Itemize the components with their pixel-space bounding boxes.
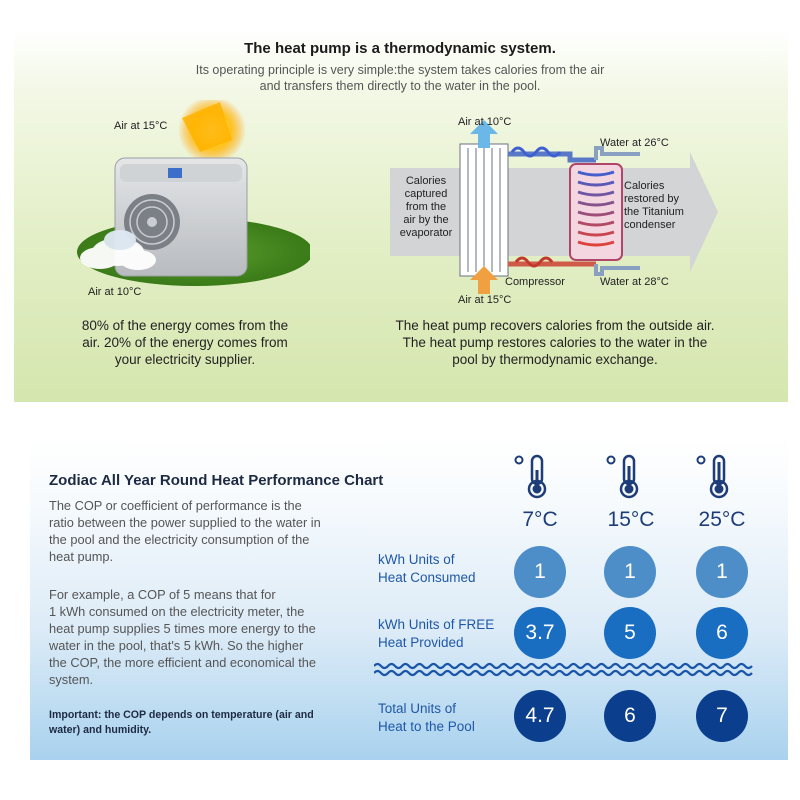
- cop-paragraph-1: The COP or coefficient of performance is…: [49, 497, 369, 565]
- condenser-icon: [569, 163, 623, 261]
- left-caption-line-2: air. 20% of the energy comes from: [82, 335, 288, 350]
- evaporator-label-line-2: captured: [404, 188, 448, 200]
- cop-paragraph-2-line: For example, a COP of 5 means that for: [49, 587, 276, 602]
- right-caption-line-2: The heat pump restores calories to the w…: [402, 335, 708, 350]
- air-out-arrow-icon: [470, 120, 498, 148]
- thermometer-icon: [696, 454, 729, 499]
- row-label-free-heat: kWh Units of FREE Heat Provided: [378, 616, 508, 652]
- evaporator-label-line-5: evaporator: [399, 227, 453, 239]
- row-label-line-2: Heat Consumed: [378, 570, 476, 585]
- water-bottom-label: Water at 28°C: [600, 276, 669, 288]
- value-circle-free-15c: 5: [604, 607, 656, 659]
- cop-paragraph-2-line: heat pump supplies 5 times more energy t…: [49, 621, 316, 636]
- evaporator-label-line-1: Calories: [405, 175, 447, 187]
- temperature-25c: 25°C: [698, 508, 746, 531]
- evaporator-label-line-3: from the: [405, 201, 447, 213]
- temperature-15c: 15°C: [607, 508, 655, 531]
- value-circle-free-25c: 6: [696, 607, 748, 659]
- cop-paragraph-2: For example, a COP of 5 means that for 1…: [49, 586, 369, 688]
- page-title: The heat pump is a thermodynamic system.: [244, 40, 556, 57]
- cop-paragraph-2-line: system.: [49, 672, 94, 687]
- important-note-line-1: Important: the COP depends on temperatur…: [49, 709, 314, 721]
- evaporator-label: Calories captured from the air by the ev…: [396, 175, 456, 240]
- cop-paragraph-2-line: 1 kWh consumed on the electricity meter,…: [49, 604, 305, 619]
- right-caption: The heat pump recovers calories from the…: [370, 317, 740, 368]
- value-circle-consumed-7c: 1: [514, 546, 566, 598]
- evaporator-label-line-4: air by the: [403, 214, 449, 226]
- cop-paragraph-1-line: heat pump.: [49, 549, 114, 564]
- compressor-icon: [514, 256, 554, 268]
- cop-paragraph-2-line: water in the pool, that's 5 kWh. So the …: [49, 638, 304, 653]
- bottom-panel: [30, 438, 788, 760]
- row-label-line-1: kWh Units of FREE: [378, 617, 495, 632]
- right-air-top-label: Air at 10°C: [458, 116, 512, 128]
- condenser-label-line-4: condenser: [624, 219, 676, 231]
- cop-paragraph-1-line: ratio between the power supplied to the …: [49, 515, 321, 530]
- left-air-top-label: Air at 15°C: [114, 120, 168, 132]
- left-caption-line-1: 80% of the energy comes from the: [81, 318, 289, 333]
- subtitle-line-1: Its operating principle is very simple:t…: [195, 63, 605, 77]
- cold-air-cloud-icon: [80, 230, 156, 270]
- row-label-total-heat: Total Units of Heat to the Pool: [378, 700, 508, 736]
- row-label-line-1: kWh Units of: [378, 552, 455, 567]
- thermometer-icon: [606, 454, 639, 499]
- wave-divider: [374, 662, 753, 677]
- control-panel-icon: [168, 168, 182, 178]
- row-label-line-2: Heat Provided: [378, 635, 464, 650]
- important-note-line-2: water) and humidity.: [49, 724, 152, 736]
- compressor-label: Compressor: [505, 276, 565, 288]
- left-caption: 80% of the energy comes from the air. 20…: [40, 317, 330, 368]
- cop-paragraph-2-line: the COP, the more efficient and economic…: [49, 655, 316, 670]
- performance-chart-title: Zodiac All Year Round Heat Performance C…: [49, 472, 384, 489]
- condenser-label-line-2: restored by: [624, 193, 680, 205]
- cop-paragraph-1-line: the pool and the electricity consumption…: [49, 532, 310, 547]
- value-circle-free-7c: 3.7: [514, 607, 566, 659]
- expansion-valve-icon: [510, 146, 562, 158]
- value-circle-consumed-15c: 1: [604, 546, 656, 598]
- important-note: Important: the COP depends on temperatur…: [49, 708, 369, 738]
- condenser-label-line-1: Calories: [624, 180, 665, 192]
- right-air-bottom-label: Air at 15°C: [458, 294, 512, 306]
- value-circle-consumed-25c: 1: [696, 546, 748, 598]
- air-in-arrow-icon: [470, 266, 498, 294]
- row-label-line-1: Total Units of: [378, 701, 457, 716]
- thermodynamic-cycle-diagram: [390, 120, 718, 294]
- right-caption-line-1: The heat pump recovers calories from the…: [395, 318, 715, 333]
- subtitle-line-2: and transfers them directly to the water…: [259, 79, 541, 93]
- heat-pump-illustration: [77, 100, 310, 286]
- temperature-7c: 7°C: [522, 508, 558, 531]
- condenser-label-line-3: the Titanium: [624, 206, 684, 218]
- left-caption-line-3: your electricity supplier.: [114, 352, 256, 367]
- value-circle-total-25c: 7: [696, 690, 748, 742]
- row-label-heat-consumed: kWh Units of Heat Consumed: [378, 551, 508, 587]
- water-top-label: Water at 26°C: [600, 137, 669, 149]
- right-caption-line-3: pool by thermodynamic exchange.: [452, 352, 658, 367]
- thermometer-icon: [514, 454, 547, 499]
- condenser-label: Calories restored by the Titanium conden…: [624, 180, 700, 232]
- cop-paragraph-1-line: The COP or coefficient of performance is…: [49, 498, 302, 513]
- value-circle-total-15c: 6: [604, 690, 656, 742]
- value-circle-total-7c: 4.7: [514, 690, 566, 742]
- row-label-line-2: Heat to the Pool: [378, 719, 475, 734]
- left-air-bottom-label: Air at 10°C: [88, 286, 142, 298]
